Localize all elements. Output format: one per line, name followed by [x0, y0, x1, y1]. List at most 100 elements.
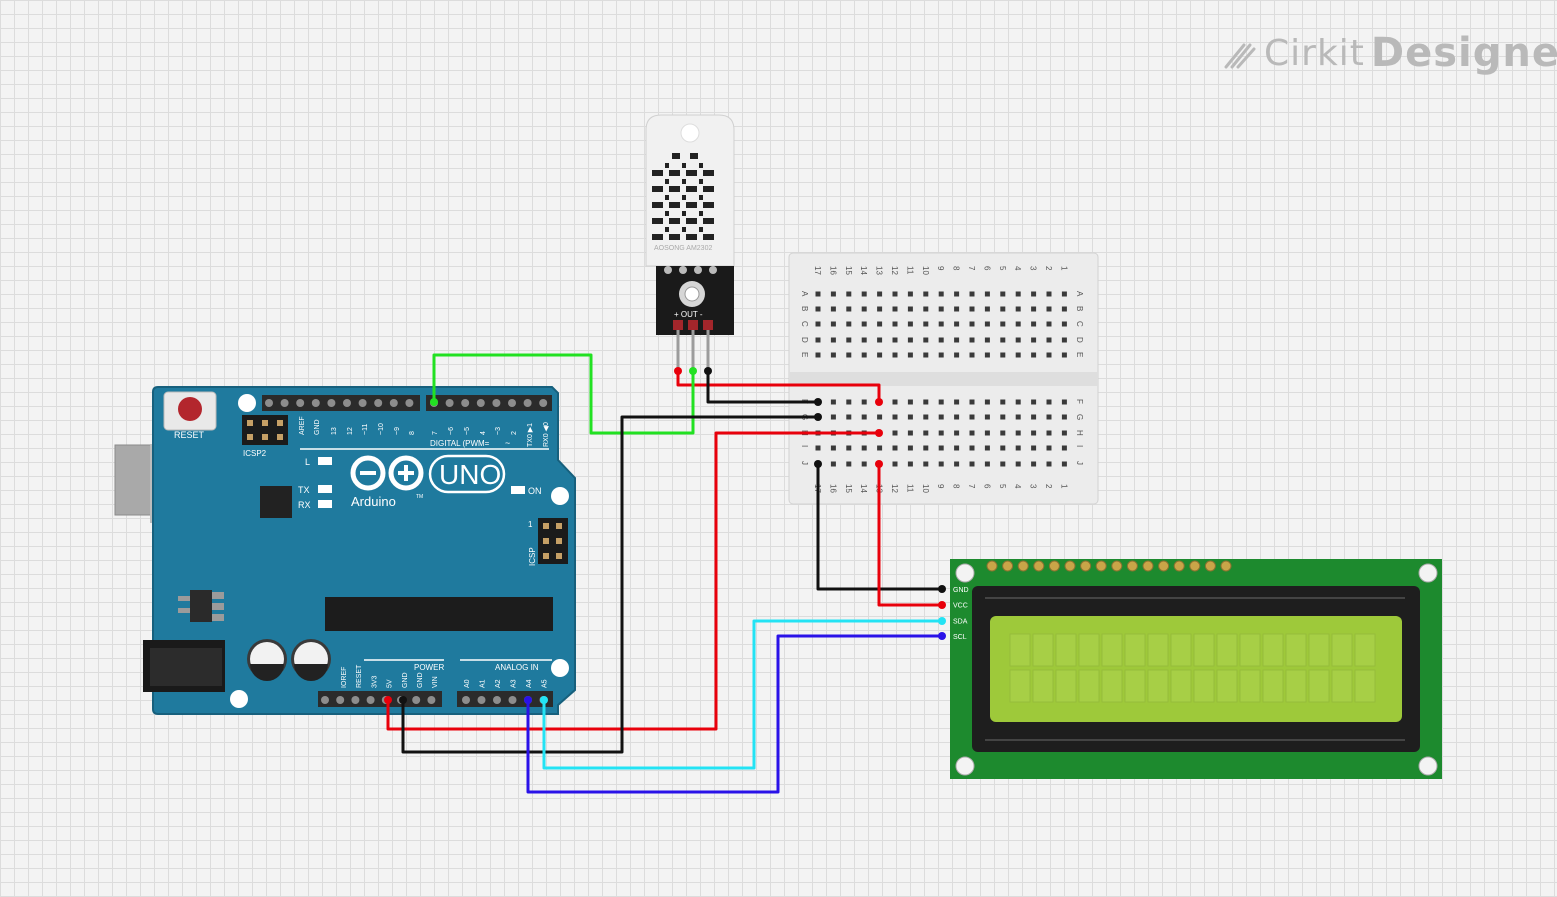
breadboard-hole[interactable] — [861, 306, 867, 312]
breadboard-hole[interactable] — [1046, 352, 1052, 358]
breadboard-hole[interactable] — [1015, 306, 1021, 312]
breadboard-hole[interactable] — [954, 445, 960, 451]
breadboard-hole[interactable] — [1015, 352, 1021, 358]
breadboard-hole[interactable] — [846, 352, 852, 358]
breadboard-hole[interactable] — [954, 352, 960, 358]
breadboard-hole[interactable] — [1015, 291, 1021, 297]
breadboard-hole[interactable] — [1031, 321, 1037, 327]
lcd-header-pin[interactable] — [1111, 560, 1123, 572]
breadboard-hole[interactable] — [907, 306, 913, 312]
lcd-header-pin[interactable] — [1204, 560, 1216, 572]
breadboard-hole[interactable] — [1015, 399, 1021, 405]
breadboard-hole[interactable] — [892, 461, 898, 467]
breadboard-hole[interactable] — [969, 306, 975, 312]
breadboard-hole[interactable] — [830, 306, 836, 312]
wire-breadboard-gnd-to-lcd[interactable] — [816, 464, 942, 591]
breadboard-hole[interactable] — [877, 414, 883, 420]
lcd-header-pin[interactable] — [1048, 560, 1060, 572]
breadboard-hole[interactable] — [1000, 352, 1006, 358]
breadboard-hole[interactable] — [1000, 414, 1006, 420]
breadboard-hole[interactable] — [1061, 445, 1067, 451]
header-pin[interactable] — [523, 399, 532, 407]
breadboard-hole[interactable] — [877, 321, 883, 327]
breadboard-hole[interactable] — [1015, 461, 1021, 467]
breadboard-hole[interactable] — [1015, 414, 1021, 420]
breadboard-hole[interactable] — [1031, 291, 1037, 297]
header-pin[interactable] — [492, 399, 501, 407]
breadboard-hole[interactable] — [923, 430, 929, 436]
breadboard-hole[interactable] — [892, 414, 898, 420]
header-pin[interactable] — [389, 399, 398, 407]
breadboard-hole[interactable] — [938, 321, 944, 327]
lcd-header-pin[interactable] — [1173, 560, 1185, 572]
breadboard-hole[interactable] — [923, 461, 929, 467]
lcd-header-pin[interactable] — [1064, 560, 1076, 572]
breadboard-hole[interactable] — [984, 430, 990, 436]
header-pin[interactable] — [351, 696, 360, 704]
breadboard-hole[interactable] — [877, 306, 883, 312]
breadboard-hole[interactable] — [1046, 414, 1052, 420]
header-pin[interactable] — [427, 696, 436, 704]
breadboard-hole[interactable] — [969, 414, 975, 420]
header-pin[interactable] — [539, 399, 548, 407]
breadboard-hole[interactable] — [1031, 337, 1037, 343]
breadboard-hole[interactable] — [1061, 337, 1067, 343]
lcd-header-pin[interactable] — [1002, 560, 1014, 572]
breadboard-hole[interactable] — [815, 352, 821, 358]
breadboard-hole[interactable] — [1031, 430, 1037, 436]
breadboard-hole[interactable] — [892, 445, 898, 451]
breadboard-hole[interactable] — [907, 414, 913, 420]
header-pin[interactable] — [366, 696, 375, 704]
breadboard-hole[interactable] — [861, 352, 867, 358]
breadboard-hole[interactable] — [938, 414, 944, 420]
wire-a4-to-lcd-scl[interactable] — [526, 634, 942, 794]
breadboard-hole[interactable] — [892, 430, 898, 436]
breadboard-hole[interactable] — [877, 337, 883, 343]
lcd-header-pin[interactable] — [986, 560, 998, 572]
wire-sensor-gnd-to-breadboard[interactable] — [706, 371, 818, 404]
header-pin[interactable] — [336, 696, 345, 704]
breadboard-hole[interactable] — [954, 306, 960, 312]
header-pin[interactable] — [321, 696, 329, 704]
breadboard-hole[interactable] — [1000, 445, 1006, 451]
wire-gnd-to-breadboard[interactable] — [401, 415, 818, 754]
breadboard-hole[interactable] — [846, 461, 852, 467]
breadboard-hole[interactable] — [830, 337, 836, 343]
breadboard-hole[interactable] — [954, 291, 960, 297]
breadboard-hole[interactable] — [954, 430, 960, 436]
breadboard-hole[interactable] — [1046, 291, 1052, 297]
breadboard-hole[interactable] — [1000, 291, 1006, 297]
breadboard-hole[interactable] — [954, 337, 960, 343]
breadboard-hole[interactable] — [830, 399, 836, 405]
breadboard-hole[interactable] — [984, 414, 990, 420]
breadboard-hole[interactable] — [877, 291, 883, 297]
breadboard-hole[interactable] — [1031, 352, 1037, 358]
breadboard-hole[interactable] — [1061, 321, 1067, 327]
breadboard-hole[interactable] — [846, 306, 852, 312]
breadboard-hole[interactable] — [1061, 352, 1067, 358]
breadboard-hole[interactable] — [830, 291, 836, 297]
breadboard-hole[interactable] — [815, 291, 821, 297]
breadboard-hole[interactable] — [1031, 461, 1037, 467]
breadboard-hole[interactable] — [907, 291, 913, 297]
breadboard-hole[interactable] — [1061, 414, 1067, 420]
breadboard-hole[interactable] — [969, 321, 975, 327]
breadboard-hole[interactable] — [815, 321, 821, 327]
breadboard-hole[interactable] — [1000, 430, 1006, 436]
header-pin[interactable] — [280, 399, 289, 407]
breadboard-hole[interactable] — [984, 461, 990, 467]
lcd-header-pin[interactable] — [1142, 560, 1154, 572]
breadboard-hole[interactable] — [1000, 306, 1006, 312]
breadboard-hole[interactable] — [923, 291, 929, 297]
header-pin[interactable] — [311, 399, 320, 407]
breadboard-hole[interactable] — [1000, 337, 1006, 343]
breadboard-hole[interactable] — [830, 445, 836, 451]
breadboard-hole[interactable] — [892, 291, 898, 297]
breadboard-hole[interactable] — [1031, 399, 1037, 405]
header-pin[interactable] — [508, 399, 516, 407]
header-pin[interactable] — [265, 399, 273, 407]
breadboard-hole[interactable] — [830, 352, 836, 358]
wire-breadboard-vcc-to-lcd[interactable] — [877, 464, 942, 607]
breadboard-hole[interactable] — [892, 399, 898, 405]
